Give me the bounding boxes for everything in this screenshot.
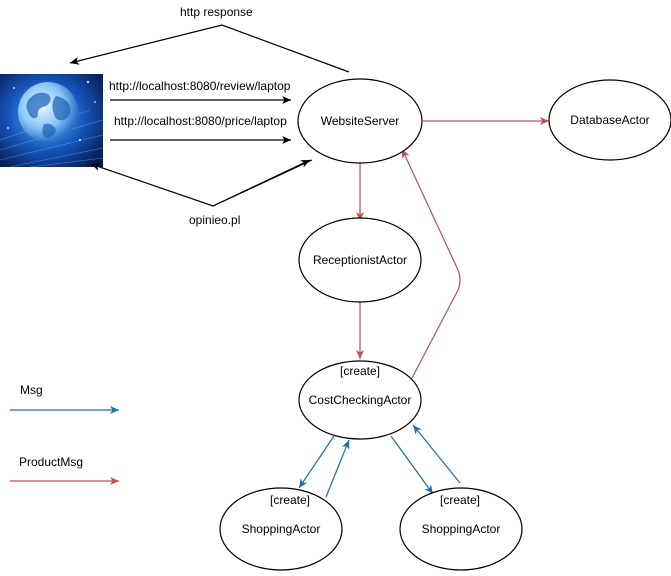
http-response-arrow [69, 24, 350, 73]
shopping-left-create-tag: [create] [270, 493, 310, 507]
shopping-right-create-tag: [create] [440, 493, 480, 507]
legend-productmsg-label: ProductMsg [19, 455, 83, 469]
legend: Msg ProductMsg [10, 383, 119, 485]
receptionist-actor-node[interactable]: ReceptionistActor [298, 217, 422, 303]
website-server-node[interactable]: WebsiteServer [297, 78, 423, 164]
http-response-label: http response [180, 5, 253, 19]
costchecking-to-shopping-right-arrow [390, 435, 434, 495]
price-url-label: http://localhost:8080/price/laptop [114, 114, 287, 128]
opinieo-arrow [90, 159, 313, 207]
cost-checking-actor-label: CostCheckingActor [309, 393, 412, 407]
shopping-right-to-costchecking-arrow [412, 424, 461, 484]
globe-image-icon [0, 74, 104, 168]
shopping-left-to-costchecking-arrow [325, 439, 350, 498]
website-server-label: WebsiteServer [321, 114, 399, 128]
database-actor-label: DatabaseActor [570, 113, 649, 127]
shopping-actor-right-node[interactable]: [create] ShoppingActor [399, 487, 523, 571]
costchecking-to-server-arrow [401, 148, 461, 379]
database-actor-node[interactable]: DatabaseActor [548, 79, 671, 161]
shopping-actor-left-node[interactable]: [create] ShoppingActor [219, 487, 343, 571]
cost-checking-actor-node[interactable]: [create] CostCheckingActor [298, 360, 422, 440]
shopping-actor-right-label: ShoppingActor [422, 522, 501, 536]
review-url-label: http://localhost:8080/review/laptop [109, 79, 291, 93]
costchecking-to-shopping-left-arrow [298, 435, 335, 489]
shopping-actor-left-label: ShoppingActor [242, 522, 321, 536]
receptionist-actor-label: ReceptionistActor [313, 253, 407, 267]
opinieo-forward-arrow [212, 159, 311, 207]
legend-msg-label: Msg [20, 383, 43, 397]
opinieo-label: opinieo.pl [189, 213, 240, 227]
cost-checking-create-tag: [create] [340, 364, 380, 378]
